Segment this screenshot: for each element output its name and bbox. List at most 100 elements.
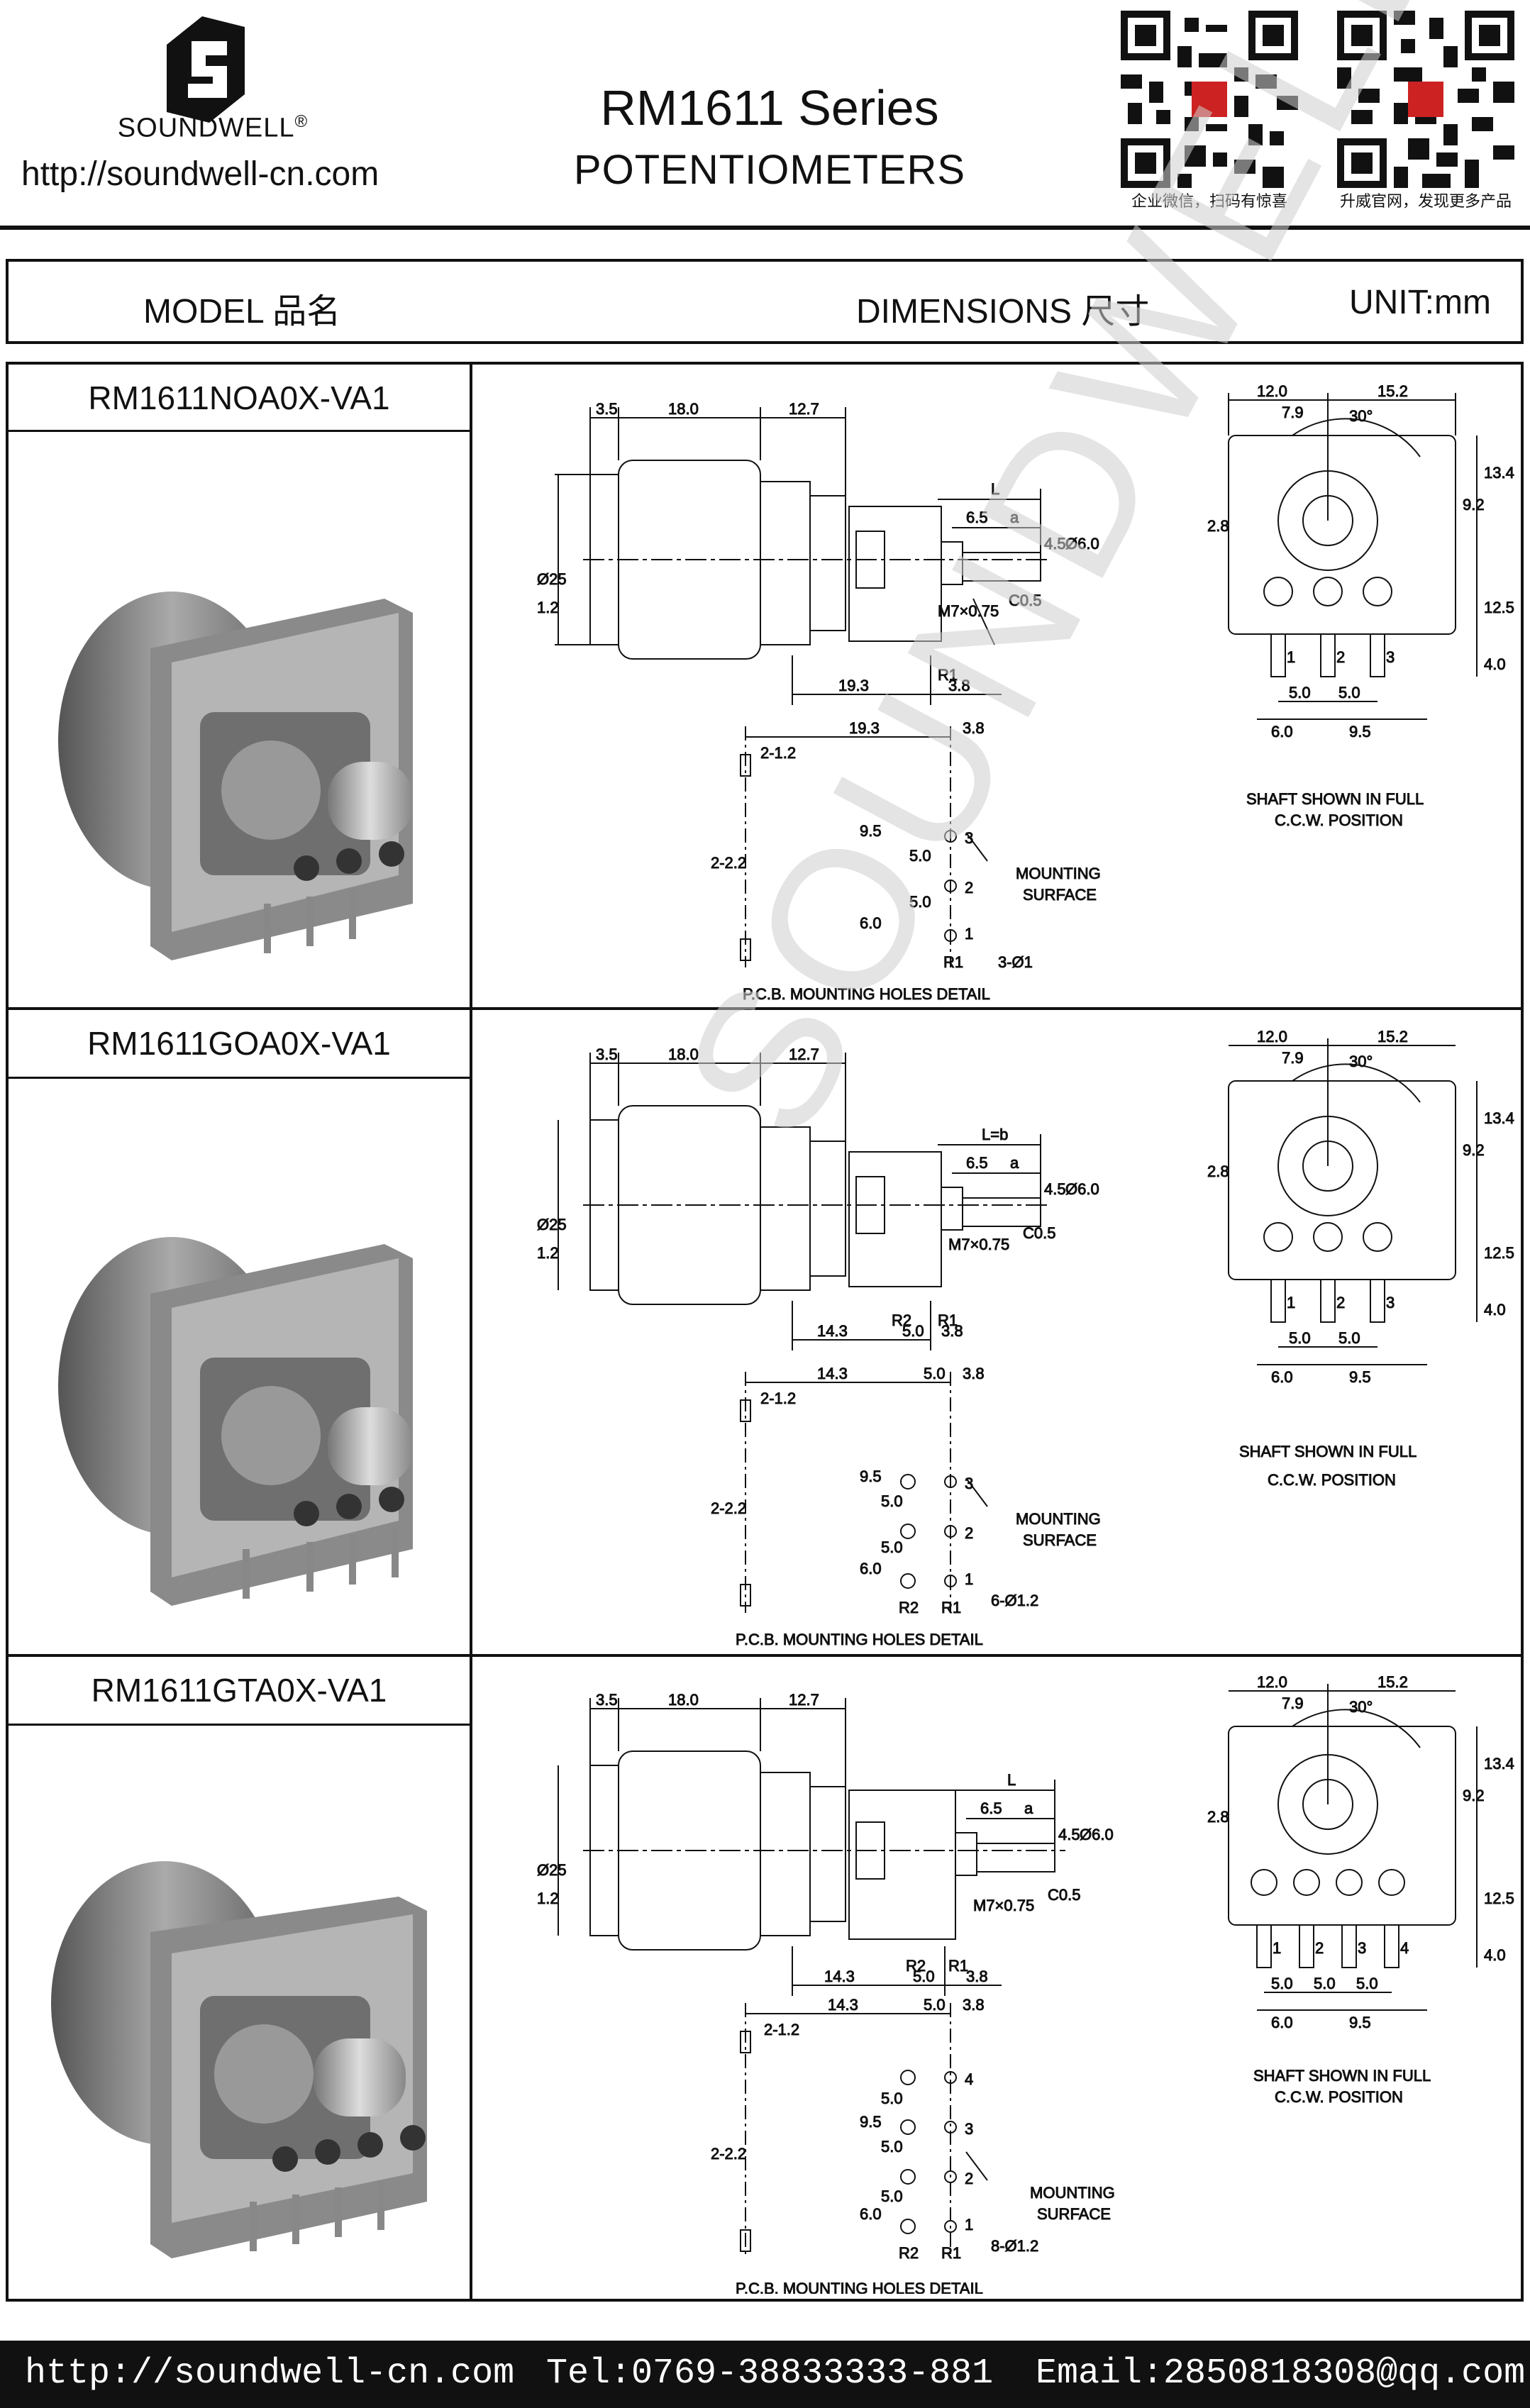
row2-dim-3-8: 3.8 bbox=[941, 1322, 963, 1340]
row1-pcb-3-8: 3.8 bbox=[963, 719, 985, 737]
row3-pcb-surface-1: MOUNTING bbox=[1030, 2184, 1115, 2202]
row1-pcb-9-5: 9.5 bbox=[860, 822, 882, 840]
row2-pcb-14-3: 14.3 bbox=[817, 1365, 848, 1382]
row3-pcb-surface-2: SURFACE bbox=[1037, 2205, 1111, 2223]
row3-pcb-5-0b: 5.0 bbox=[881, 2138, 903, 2155]
row1-pcb-5-0a: 5.0 bbox=[909, 847, 931, 865]
model-separator-1 bbox=[9, 430, 470, 432]
row2-pcb-6-0: 6.0 bbox=[860, 1560, 882, 1577]
header-divider bbox=[0, 226, 1530, 230]
row1-pcb-2-1-2: 2-1.2 bbox=[760, 744, 796, 762]
row1-side-2-8: 2.8 bbox=[1207, 517, 1229, 535]
row1-pcb-6-0: 6.0 bbox=[860, 914, 882, 932]
qr-code-wechat-icon bbox=[1121, 11, 1298, 188]
row1-side-5-0b: 5.0 bbox=[1338, 684, 1360, 701]
row2-thread: M7×0.75 bbox=[948, 1236, 1009, 1253]
row3-pcb-6-0: 6.0 bbox=[860, 2205, 882, 2223]
row2-pcb-surface-2: SURFACE bbox=[1023, 1531, 1097, 1549]
footer-email-link[interactable]: Email:2850818308@qq.com bbox=[1036, 2353, 1526, 2394]
row3-side-pin-1: 1 bbox=[1273, 1939, 1281, 1957]
row2-dim-12-7: 12.7 bbox=[789, 1045, 819, 1063]
row3-side-15-2: 15.2 bbox=[1377, 1673, 1408, 1691]
row3-dim-4-5: 4.5 bbox=[1058, 1826, 1080, 1843]
row1-side-pin-1: 1 bbox=[1287, 648, 1295, 666]
row2-dim-a: a bbox=[1010, 1154, 1019, 1172]
row1-side-pin-2: 2 bbox=[1336, 648, 1345, 666]
row1-side-angle: 30° bbox=[1349, 407, 1373, 425]
qr-code-website-icon bbox=[1337, 11, 1514, 188]
row1-dim-4-5: 4.5 bbox=[1044, 535, 1066, 553]
row3-dim-3-5: 3.5 bbox=[596, 1691, 618, 1709]
row2-side-12-5: 12.5 bbox=[1484, 1244, 1514, 1262]
row3-pcb-pin-1: 1 bbox=[965, 2216, 973, 2234]
footer-url-link[interactable]: http://soundwell-cn.com bbox=[25, 2353, 515, 2394]
row2-note-1: SHAFT SHOWN IN FULL bbox=[1239, 1443, 1417, 1460]
column-model-label: MODEL 品名 bbox=[143, 293, 341, 331]
row3-side-13-4: 13.4 bbox=[1484, 1755, 1514, 1772]
row3-r1: R1 bbox=[948, 1957, 968, 1975]
row2-dim-14-3: 14.3 bbox=[817, 1322, 848, 1340]
row2-side-9-2: 9.2 bbox=[1463, 1141, 1485, 1159]
row3-side-12-0: 12.0 bbox=[1257, 1673, 1287, 1691]
row1-pcb-pin-3: 3 bbox=[965, 829, 973, 847]
row2-dim-5-0: 5.0 bbox=[902, 1322, 924, 1340]
row2-pcb-pin-3: 3 bbox=[965, 1475, 973, 1492]
row1-dim-3-8: 3.8 bbox=[948, 677, 970, 694]
row2-dim-25: Ø25 bbox=[537, 1216, 567, 1233]
row2-dim-4-5: 4.5 bbox=[1044, 1180, 1066, 1198]
row1-note-1: SHAFT SHOWN IN FULL bbox=[1246, 790, 1424, 808]
row3-dim-6-0: Ø6.0 bbox=[1080, 1826, 1114, 1843]
row2-dim-L: L=b bbox=[982, 1126, 1008, 1143]
row2-note-2: C.C.W. POSITION bbox=[1268, 1471, 1396, 1489]
drawing-row-1: 3.5 18.0 12.7 L 6.5 a 4.5 Ø6.0 Ø25 1.2 M… bbox=[537, 382, 1515, 1004]
row2-side-4-0: 4.0 bbox=[1484, 1301, 1506, 1319]
row3-pcb-9-5: 9.5 bbox=[860, 2113, 882, 2131]
row3-pcb-pin-3: 3 bbox=[965, 2120, 973, 2138]
row3-dim-12-7: 12.7 bbox=[789, 1691, 819, 1709]
row1-side-5-0a: 5.0 bbox=[1289, 684, 1311, 701]
row3-dim-25: Ø25 bbox=[537, 1861, 567, 1879]
row2-side-5-0a: 5.0 bbox=[1289, 1329, 1311, 1347]
row2-pcb-2-1-2: 2-1.2 bbox=[760, 1389, 796, 1407]
row1-pcb-5-0b: 5.0 bbox=[909, 893, 931, 911]
row1-dim-12-7: 12.7 bbox=[789, 400, 819, 418]
row1-dim-6-5: 6.5 bbox=[966, 509, 988, 526]
row1-r1: R1 bbox=[938, 666, 958, 684]
row2-side-2-8: 2.8 bbox=[1207, 1163, 1229, 1180]
qr-right-caption: 升威官网，发现更多产品 bbox=[1339, 192, 1512, 210]
drawing-row-2: 3.5 18.0 12.7 L=b 6.5 a 4.5 Ø6.0 Ø25 1.2… bbox=[537, 1028, 1515, 1649]
page-title: RM1611 Series bbox=[600, 80, 939, 135]
row3-pcb-14-3: 14.3 bbox=[828, 1996, 858, 2014]
row3-side-9-2: 9.2 bbox=[1463, 1787, 1485, 1804]
column-header-bar: MODEL 品名 DIMENSIONS 尺寸 UNIT:mm bbox=[6, 259, 1524, 344]
row1-side-9-5: 9.5 bbox=[1349, 723, 1371, 740]
row1-dim-19-3: 19.3 bbox=[838, 677, 869, 694]
row3-pcb-pin-4: 4 bbox=[965, 2070, 973, 2088]
row3-side-6-0: 6.0 bbox=[1271, 2014, 1293, 2031]
registered-mark: ® bbox=[294, 112, 309, 131]
row2-r2: R2 bbox=[892, 1311, 911, 1329]
row3-pcb-3-8: 3.8 bbox=[963, 1996, 985, 2014]
row3-side-7-9: 7.9 bbox=[1282, 1694, 1304, 1712]
footer-tel: Tel:0769-38833333-881 bbox=[546, 2353, 994, 2394]
row3-side-9-5: 9.5 bbox=[1349, 2014, 1371, 2031]
row3-pcb-caption: P.C.B. MOUNTING HOLES DETAIL bbox=[736, 2280, 983, 2294]
row2-pcb-pin-2: 2 bbox=[965, 1524, 973, 1542]
row3-r2: R2 bbox=[906, 1957, 926, 1975]
row3-dim-3-8: 3.8 bbox=[966, 1968, 988, 1985]
model-name-3: RM1611GTA0X-VA1 bbox=[91, 1672, 387, 1709]
row3-pcb-r2: R2 bbox=[899, 2244, 919, 2262]
row3-pcb-2-1-2: 2-1.2 bbox=[764, 2021, 799, 2038]
row3-note-2: C.C.W. POSITION bbox=[1275, 2088, 1403, 2106]
row2-pcb-5-0a: 5.0 bbox=[881, 1492, 903, 1510]
row1-thread: M7×0.75 bbox=[938, 602, 999, 620]
row1-side-9-2: 9.2 bbox=[1463, 496, 1485, 514]
qr-left-caption: 企业微信，扫码有惊喜 bbox=[1131, 192, 1287, 210]
row1-side-6-0: 6.0 bbox=[1271, 723, 1293, 740]
drawing-row-3: 3.5 18.0 12.7 L 6.5 a 4.5 Ø6.0 Ø25 1.2 M… bbox=[537, 1673, 1515, 2295]
header-url-link[interactable]: http://soundwell-cn.com bbox=[21, 155, 379, 193]
row3-thread: M7×0.75 bbox=[973, 1897, 1034, 1914]
row1-side-13-4: 13.4 bbox=[1484, 464, 1514, 482]
row3-side-4-0: 4.0 bbox=[1484, 1946, 1506, 1964]
row1-pcb-pin-1: 1 bbox=[965, 925, 973, 943]
